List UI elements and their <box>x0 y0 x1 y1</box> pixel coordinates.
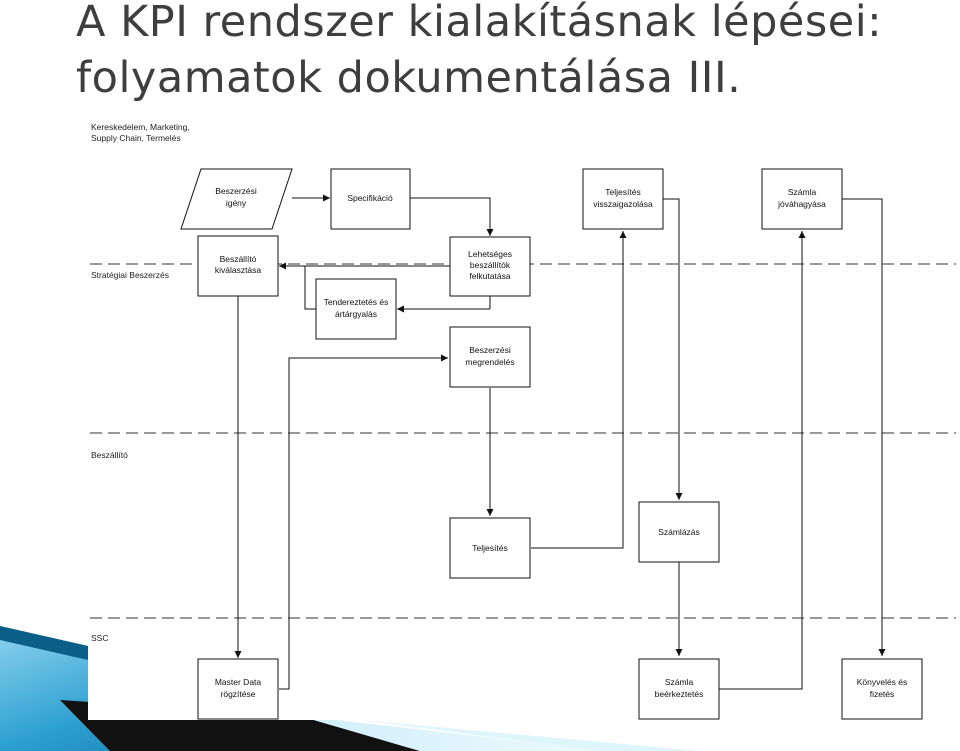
node-label: Számla <box>788 187 817 197</box>
node-label: ártárgyalás <box>335 309 377 319</box>
lane-label-ssc: SSC <box>91 633 108 643</box>
node-master-data: Master Data rögzítése <box>198 659 278 719</box>
node-szamlazas: Számlázás <box>639 502 719 562</box>
node-szamla-jovahagyasa: Számla jóváhagyása <box>762 169 842 229</box>
node-label: jóváhagyása <box>777 199 826 209</box>
node-label: Számlázás <box>658 527 700 537</box>
node-beszerzesi-igeny: Beszerzési igény <box>181 169 292 229</box>
node-label: Könyvelés és <box>857 677 908 687</box>
lane-label-business-b: Supply Chain, Termelés <box>91 133 181 143</box>
node-label: beérkeztetés <box>655 689 704 699</box>
node-label: visszaigazolása <box>593 199 653 209</box>
node-label: kiválasztása <box>215 265 262 275</box>
node-label: igény <box>226 198 247 208</box>
node-label: Teljesítés <box>605 187 640 197</box>
node-specifikacio: Specifikáció <box>331 169 410 229</box>
node-beszallito-kivalasztasa: Beszállító kiválasztása <box>198 236 278 296</box>
node-label: fizetés <box>870 689 895 699</box>
node-tendereztetes: Tendereztetés és ártárgyalás <box>316 279 396 339</box>
lane-label-strategic-procurement: Stratégiai Beszerzés <box>91 270 169 280</box>
node-label: rögzítése <box>221 689 256 699</box>
lane-label-supplier: Beszállító <box>91 450 128 460</box>
node-lehetseges-beszallitok: Lehetséges beszállítók felkutatása <box>450 237 530 296</box>
node-konyveles-es-fizetes: Könyvelés és fizetés <box>842 659 922 719</box>
node-teljesites-visszaigazolasa: Teljesítés visszaigazolása <box>583 169 663 229</box>
node-label: Beszállító <box>220 254 257 264</box>
node-label: megrendelés <box>465 357 514 367</box>
node-label: Beszerzési <box>215 186 257 196</box>
node-label: Teljesítés <box>472 543 507 553</box>
node-label: beszállítók <box>470 260 511 270</box>
node-beszerzesi-megrendeles: Beszerzési megrendelés <box>450 327 530 387</box>
node-szamla-beerkeztetes: Számla beérkeztetés <box>639 659 719 719</box>
node-label: Lehetséges <box>468 249 512 259</box>
node-label: Számla <box>665 677 694 687</box>
node-label: Tendereztetés és <box>324 297 389 307</box>
lane-label-business-a: Kereskedelem, Marketing, <box>91 122 190 132</box>
node-label: Beszerzési <box>469 345 511 355</box>
node-teljesites: Teljesítés <box>450 518 530 578</box>
node-label: Specifikáció <box>347 193 393 203</box>
node-label: felkutatása <box>469 271 510 281</box>
node-label: Master Data <box>215 677 262 687</box>
